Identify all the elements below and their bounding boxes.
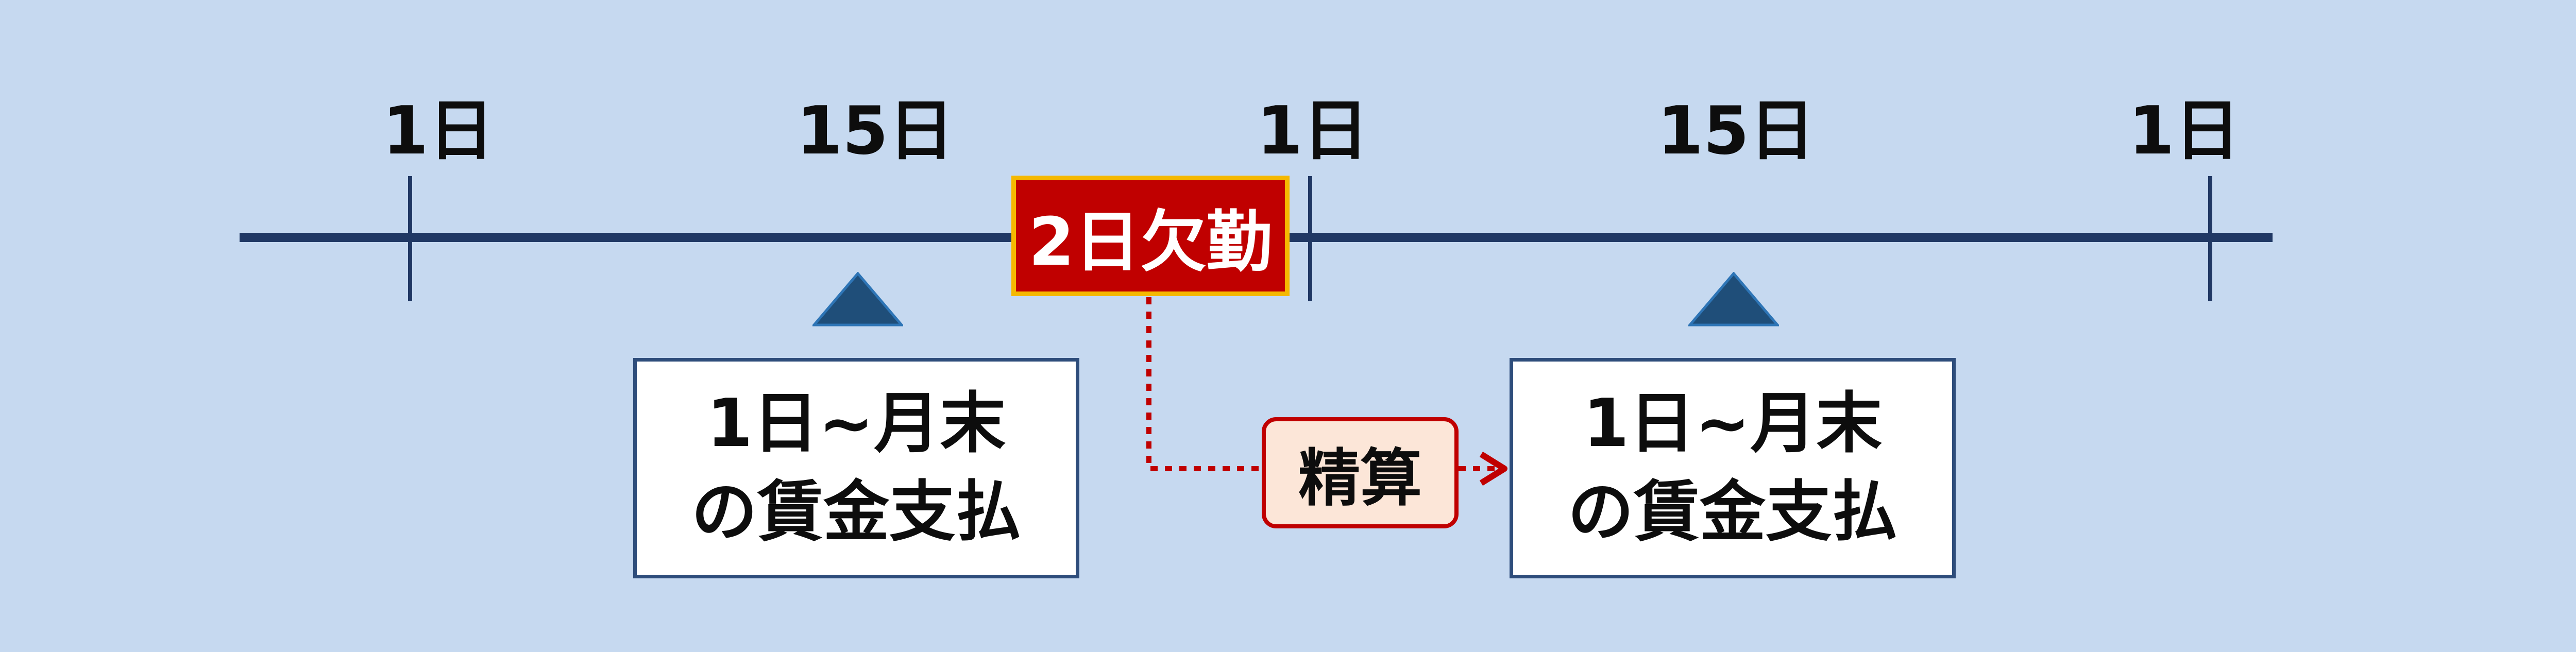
tick-label-day1-second: 1日 [1257, 93, 1369, 169]
tick-label-day1-third: 1日 [2128, 93, 2241, 169]
payment-box-second: 1日~月末 の賃金支払 [1510, 358, 1956, 578]
payment-description-text: の賃金支払 [1567, 474, 1897, 551]
tick-label-day1-first: 1日 [382, 93, 495, 169]
timeline-tick-day1-first [408, 176, 412, 301]
timeline-tick-day1-third [2208, 176, 2212, 301]
payment-description-text: の賃金支払 [691, 474, 1021, 551]
payment-box-first: 1日~月末 の賃金支払 [633, 358, 1079, 578]
timeline-tick-day1-second [1308, 176, 1312, 301]
settlement-badge: 精算 [1262, 417, 1459, 528]
absence-label: 2日欠勤 [1028, 203, 1273, 281]
absence-badge: 2日欠勤 [1011, 176, 1290, 296]
settlement-label: 精算 [1298, 443, 1422, 514]
payment-period-text: 1日~月末 [706, 385, 1006, 462]
payday-marker-triangle-second [1688, 272, 1779, 327]
payday-marker-triangle-first [812, 272, 903, 327]
tick-label-day15-first: 15日 [796, 93, 955, 169]
tick-label-day15-second: 15日 [1657, 93, 1816, 169]
payment-period-text: 1日~月末 [1583, 385, 1883, 462]
